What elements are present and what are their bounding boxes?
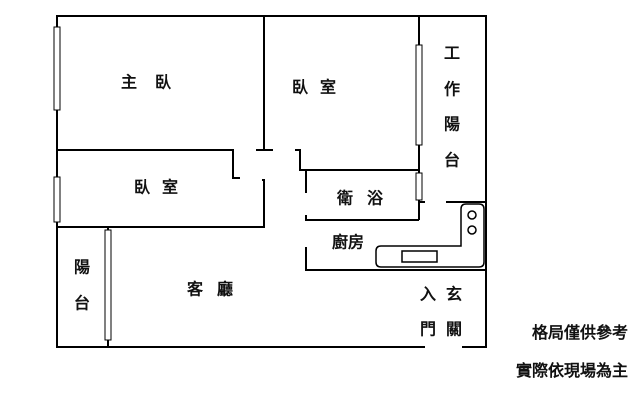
stove-burner-icon [467,225,477,235]
stove-burner-icon [467,210,477,220]
label-entrance: 玄 [446,285,462,304]
sink-icon [401,250,438,263]
kitchen-counter [375,203,485,268]
window-master [53,26,61,111]
label-living-room: 客 [187,280,204,299]
window-balcony [104,229,112,341]
label-entrance: 關 [446,320,462,339]
label-master-bedroom: 主 [121,73,137,92]
label-balcony: 陽 [74,258,90,277]
label-master-bedroom: 臥 [155,73,172,92]
label-bedroom-left: 臥 [134,178,151,197]
label-bedroom-right: 臥 [292,78,309,97]
window-bedroom-left [53,176,61,223]
label-bathroom: 衛 [336,189,353,208]
disclaimer-line-1: 格局僅供參考 [531,323,628,342]
label-bathroom: 浴 [367,189,384,208]
label-entrance: 入 [420,285,436,304]
label-service-balcony: 作 [444,80,460,99]
label-living-room: 廳 [217,280,233,299]
label-service-balcony: 陽 [444,115,460,134]
label-service-balcony: 台 [444,151,460,170]
label-service-balcony: 工 [444,44,460,63]
label-balcony: 台 [74,294,90,313]
windows [53,26,423,341]
label-bedroom-left: 室 [162,178,178,197]
label-kitchen: 廚房 [332,233,364,252]
label-entrance: 門 [420,320,436,339]
disclaimer-line-2: 實際依現場為主 [515,361,628,380]
label-bedroom-right: 室 [320,78,336,97]
outer-walls [56,15,487,348]
window-bathroom [415,172,423,201]
window-bedroom-right [415,44,423,146]
